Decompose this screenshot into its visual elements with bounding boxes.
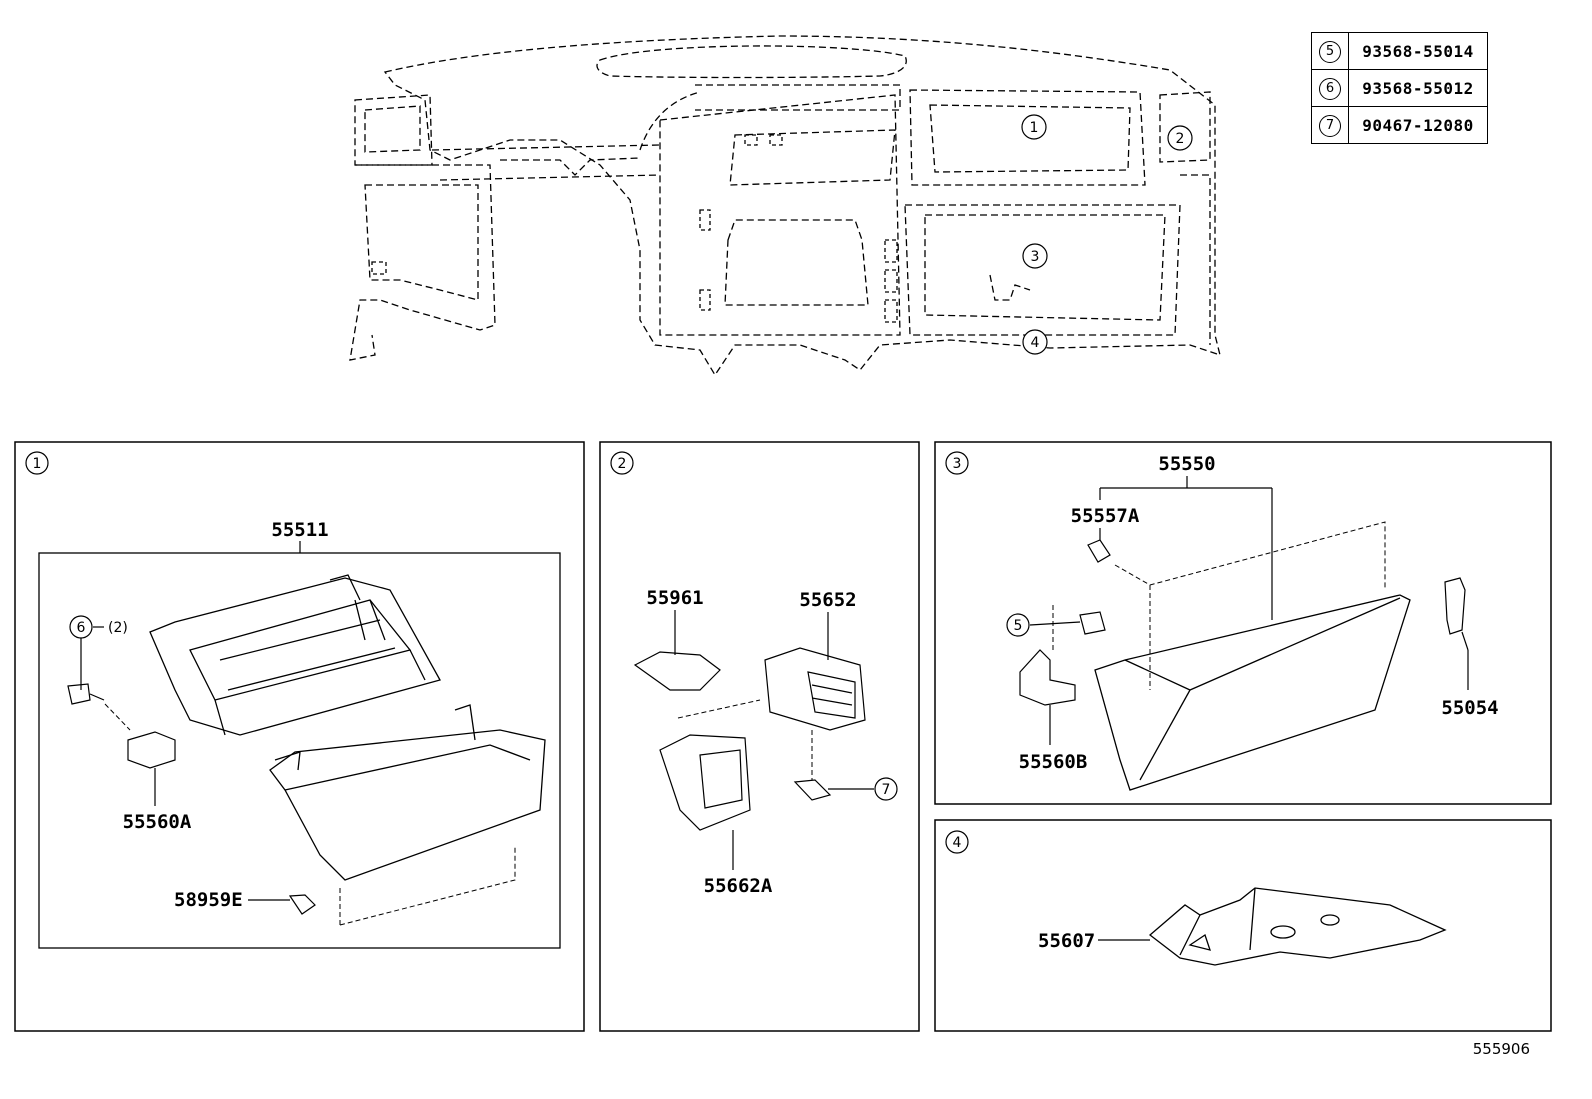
legend-row: 5 93568-55014 [1311, 32, 1488, 70]
overview-callout-3: 3 [1022, 243, 1048, 269]
panel-2-fastener-ref: 7 [882, 782, 891, 798]
part-label-55550: 55550 [1158, 453, 1215, 475]
panel-4-ref: 4 [953, 835, 962, 851]
panel-1: 1 55511 6 (2) [14, 441, 585, 1032]
legend-part-number: 93568-55014 [1348, 32, 1488, 70]
glove-box-frame-drawing [149, 574, 441, 736]
diagram-code: 555906 [1473, 1040, 1530, 1058]
part-label-55560A: 55560A [123, 811, 192, 833]
panel-4: 4 55607 [934, 819, 1552, 1032]
overview-callout-1: 1 [1021, 114, 1047, 140]
bezel-drawing [633, 651, 721, 691]
fastener-legend: 5 93568-55014 6 93568-55012 7 90467-1208… [1311, 32, 1488, 144]
panel-1-fastener-qty: (2) [108, 620, 128, 636]
damper-drawing [1444, 577, 1469, 651]
panel-3-ref: 3 [953, 456, 962, 472]
legend-ref: 7 [1319, 114, 1341, 137]
lock-drawing [127, 731, 176, 769]
panel-1-ref: 1 [33, 456, 42, 472]
svg-text:2: 2 [1176, 131, 1185, 147]
svg-text:1: 1 [1030, 120, 1039, 136]
part-label-58959E: 58959E [174, 889, 243, 911]
panel-3: 3 55550 55557A 5 55560B 55054 [934, 441, 1552, 805]
dashboard-overview [349, 35, 1221, 377]
legend-row: 7 90467-12080 [1311, 106, 1488, 144]
part-label-55054: 55054 [1441, 697, 1498, 719]
panel-2: 2 55961 55652 55662A 7 [599, 441, 920, 1032]
panel-2-ref: 2 [618, 456, 627, 472]
part-label-55607: 55607 [1038, 930, 1095, 952]
part-label-55560B: 55560B [1019, 751, 1088, 773]
legend-part-number: 93568-55012 [1348, 69, 1488, 107]
glove-compartment-drawing [1094, 594, 1411, 791]
overview-callout-2: 2 [1167, 125, 1193, 151]
lock-striker-drawing [1019, 649, 1076, 706]
part-label-55662A: 55662A [704, 875, 773, 897]
vent-housing-drawing [659, 734, 751, 831]
legend-ref: 6 [1319, 77, 1341, 100]
part-label-55511: 55511 [271, 519, 328, 541]
legend-row: 6 93568-55012 [1311, 69, 1488, 107]
register-vent-drawing [764, 647, 866, 731]
part-label-55557A: 55557A [1071, 505, 1140, 527]
part-label-55652: 55652 [799, 589, 856, 611]
overview-callout-4: 4 [1022, 329, 1048, 355]
panel-3-fastener-ref: 5 [1014, 618, 1023, 634]
lower-panel-drawing [1148, 887, 1447, 966]
legend-ref: 5 [1319, 40, 1341, 63]
screw-drawing [67, 683, 105, 705]
svg-text:3: 3 [1031, 249, 1040, 265]
panel-1-fastener-ref: 6 [77, 620, 86, 636]
part-label-55961: 55961 [646, 587, 703, 609]
svg-text:4: 4 [1031, 335, 1040, 351]
legend-part-number: 90467-12080 [1348, 106, 1488, 144]
glove-box-door-drawing [269, 704, 546, 881]
